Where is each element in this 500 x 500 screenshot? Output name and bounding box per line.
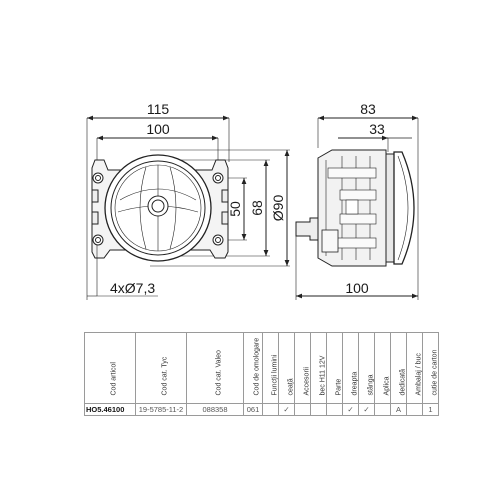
header-parte: Parte (326, 332, 343, 404)
cell-stanga: ✓ (358, 403, 375, 416)
header-ambalaj: Ambalaj / buc (406, 332, 423, 404)
technical-drawing: 115 100 50 68 Ø90 4xØ7,3 (86, 101, 419, 300)
dim-diameter: Ø90 (270, 195, 286, 222)
cell-cod-cat-valeo: 088358 (186, 403, 244, 416)
cell-dreapta: ✓ (342, 403, 359, 416)
header-aplica: Aplica (374, 332, 391, 404)
dim-depth-overall: 83 (360, 101, 376, 117)
header-accesorii: Accesorii (294, 332, 311, 404)
cell-cod-omologare: 061 (243, 403, 263, 416)
dim-depth-bottom: 100 (345, 280, 369, 296)
cell-parte (326, 403, 343, 416)
dim-height-holes: 50 (227, 201, 243, 217)
cell-ceata: ✓ (278, 403, 295, 416)
dim-width-holes: 100 (146, 121, 170, 137)
cell-bec (310, 403, 327, 416)
cell-dedicata: A (390, 403, 407, 416)
header-dedicata: dedicată (390, 332, 407, 404)
header-cod-cat-valeo: Cod cat. Valeo (186, 332, 244, 404)
dim-depth-lens: 33 (369, 121, 385, 137)
header-cutie-carton: cutie de carton (422, 332, 439, 404)
side-view (295, 115, 419, 300)
dim-height-body: 68 (249, 200, 265, 216)
front-view (86, 115, 290, 300)
header-stanga: stânga (358, 332, 375, 404)
header-cod-articol: Cod articol (84, 332, 136, 404)
cell-cod-cat-tyc: 19-5785-11-2 (135, 403, 187, 416)
header-cod-omologare: Cod de omologare (243, 332, 263, 404)
header-ceata: ceață (278, 332, 295, 404)
header-dreapta: dreapta (342, 332, 359, 404)
dim-width-overall: 115 (147, 101, 170, 117)
cell-aplica (374, 403, 391, 416)
header-bec: bec H11 12V (310, 332, 327, 404)
cell-cutie-carton: 1 (422, 403, 439, 416)
spec-table-header-row: Cod articol Cod cat. Tyc Cod cat. Valeo … (84, 332, 439, 404)
cell-functii-lumini (262, 403, 279, 416)
spec-table: Cod articol Cod cat. Tyc Cod cat. Valeo … (84, 332, 439, 416)
table-row: HO5.46100 19-5785-11-2 088358 061 ✓ ✓ ✓ … (84, 403, 439, 416)
dim-holes: 4xØ7,3 (110, 280, 155, 296)
cell-accesorii (294, 403, 311, 416)
cell-ambalaj (406, 403, 423, 416)
header-functii-lumini: Funcții lumini (262, 332, 279, 404)
header-cod-cat-tyc: Cod cat. Tyc (135, 332, 187, 404)
cell-cod-articol: HO5.46100 (84, 403, 136, 416)
